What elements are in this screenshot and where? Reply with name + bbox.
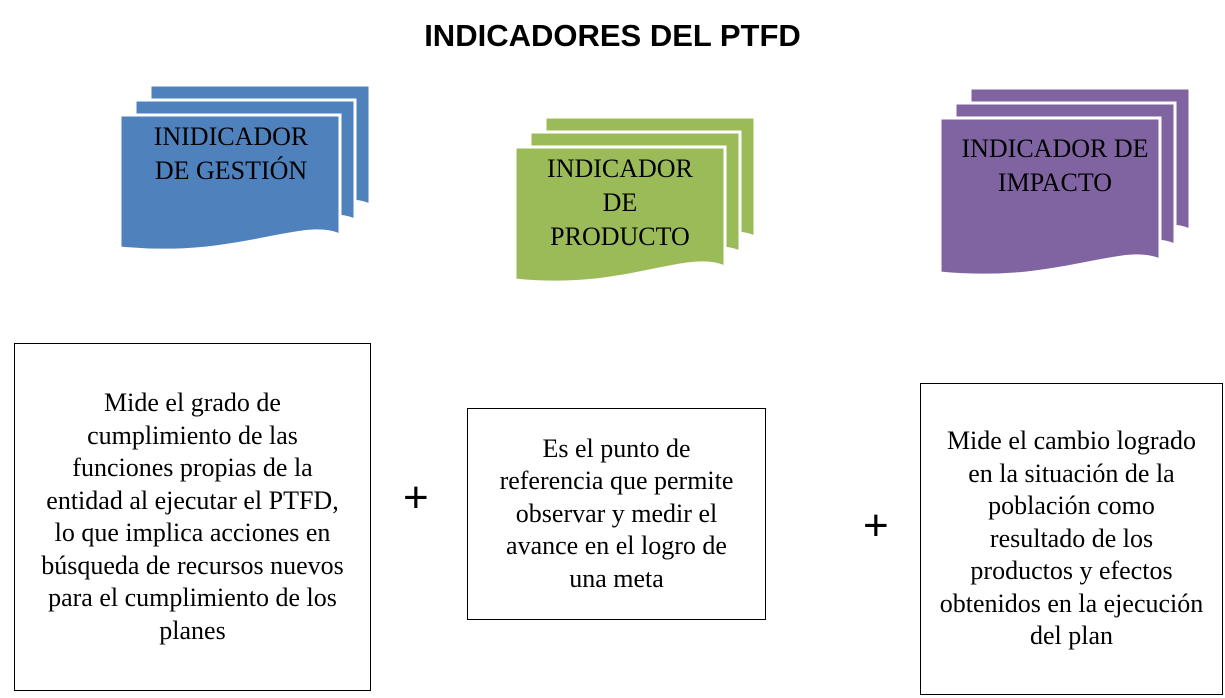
plus-sign: +: [863, 501, 889, 550]
multidocument-icon: [938, 86, 1192, 277]
indicator-impacto-shape: INDICADOR DE IMPACTO: [920, 80, 1220, 310]
document-page-shape: [118, 113, 342, 252]
indicator-producto-label: INDICADOR DE PRODUCTO: [547, 154, 693, 251]
page-title: INDICADORES DEL PTFD: [424, 18, 801, 53]
indicator-producto-shape: INDICADOR DE PRODUCTO: [495, 112, 785, 342]
plus-sign: +: [403, 473, 429, 522]
indicator-gestion-label: INIDICADOR DE GESTIÓN: [153, 122, 309, 185]
indicator-gestion-shape: INIDICADOR DE GESTIÓN: [100, 80, 390, 310]
indicator-gestion-description: Mide el grado de cumplimiento de las fun…: [14, 343, 371, 691]
indicator-impacto-description: Mide el cambio logrado en la situación d…: [920, 383, 1223, 695]
document-page-shape: [938, 116, 1162, 277]
indicator-impacto-label: INDICADOR DE IMPACTO: [961, 134, 1149, 197]
indicator-producto-description: Es el punto de referencia que permite ob…: [467, 408, 766, 620]
document-page-shape: [513, 145, 727, 284]
multidocument-icon: [513, 115, 757, 284]
multidocument-icon: [118, 83, 372, 252]
